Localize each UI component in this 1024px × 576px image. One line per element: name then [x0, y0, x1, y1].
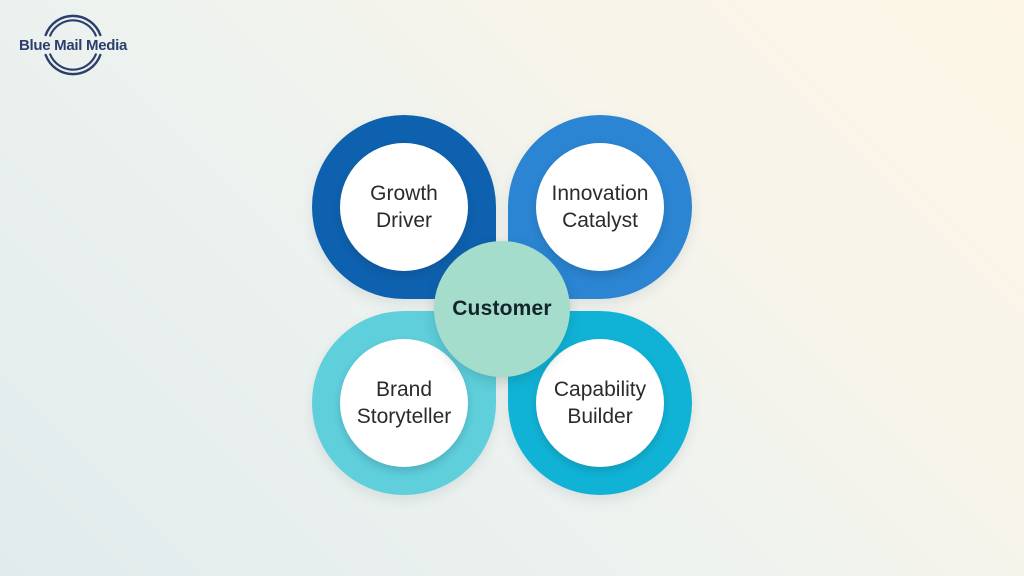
petal-label-capability-builder: Capability Builder — [553, 377, 647, 428]
petal-label-brand-storyteller: Brand Storyteller — [356, 377, 452, 428]
blue-mail-media-logo: Blue Mail Media — [16, 13, 130, 77]
customer-role-diagram: Growth Driver Innovation Catalyst Brand … — [312, 115, 692, 495]
petal-label-growth-driver: Growth Driver — [370, 181, 438, 232]
petal-inner-circle: Capability Builder — [536, 339, 664, 467]
petal-inner-circle: Innovation Catalyst — [536, 143, 664, 271]
customer-center-circle: Customer — [434, 241, 570, 377]
petal-growth-driver: Growth Driver — [312, 115, 496, 299]
customer-center-label: Customer — [452, 297, 552, 320]
logo-ring-icon — [44, 14, 102, 76]
petal-inner-circle: Growth Driver — [340, 143, 468, 271]
logo-text: Blue Mail Media — [18, 36, 128, 54]
petal-innovation-catalyst: Innovation Catalyst — [508, 115, 692, 299]
petal-inner-circle: Brand Storyteller — [340, 339, 468, 467]
petal-label-innovation-catalyst: Innovation Catalyst — [551, 181, 649, 232]
